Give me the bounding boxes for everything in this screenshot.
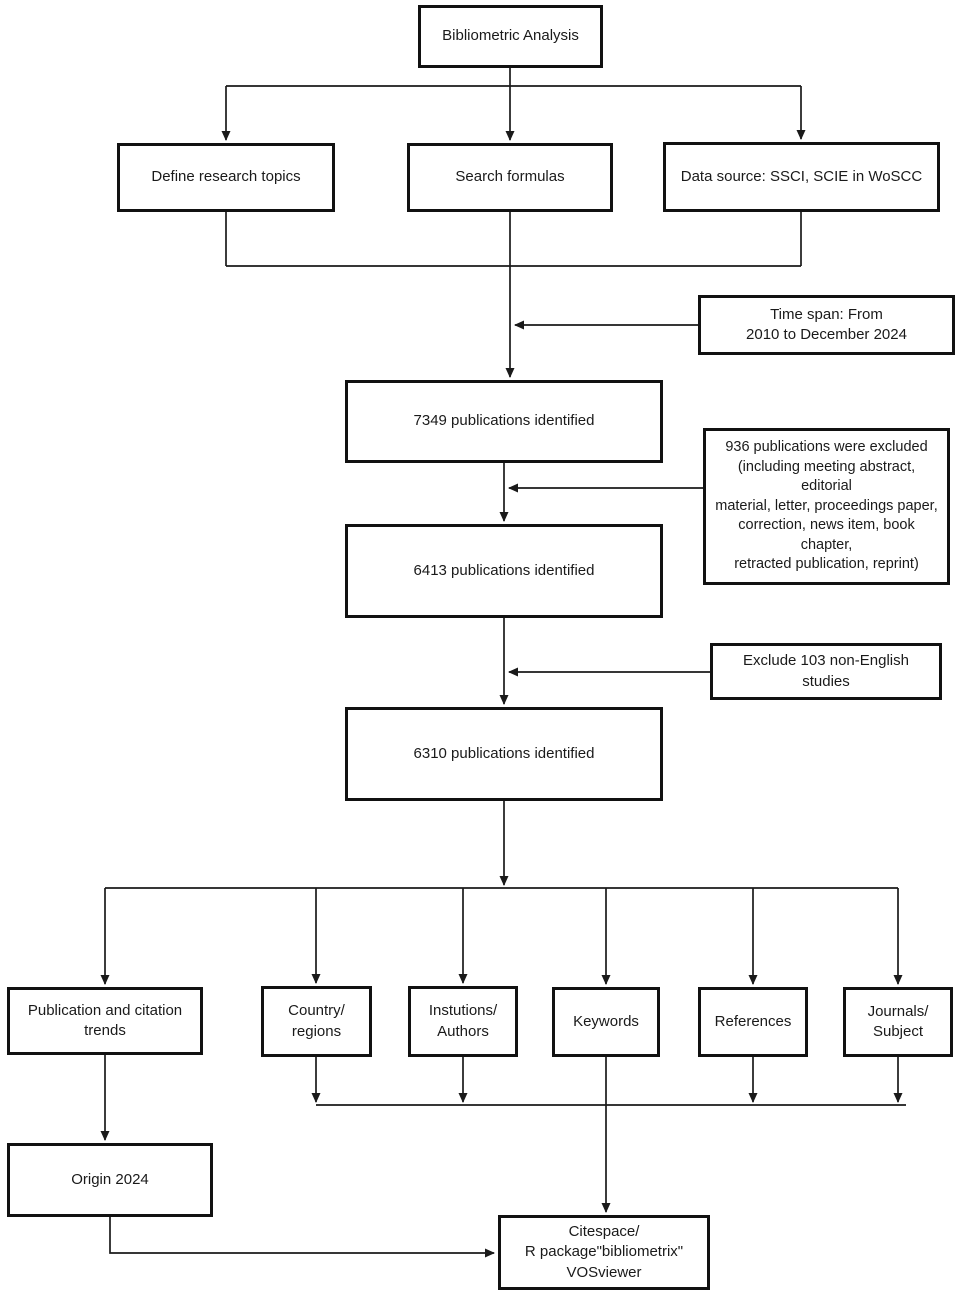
node-keywords-label: Keywords xyxy=(573,1012,639,1030)
node-data-source-label: Data source: SSCI, SCIE in WoSCC xyxy=(680,167,923,185)
node-origin-2024: Origin 2024 xyxy=(7,1143,213,1217)
node-journals-subject: Journals/ Subject xyxy=(843,987,953,1057)
node-define-research-topics-label: Define research topics xyxy=(151,168,301,186)
edge-origin-citespace xyxy=(109,1217,495,1258)
node-journals-subject-label: Journals/ Subject xyxy=(867,1002,929,1040)
node-6310-publications-identified-label: 6310 publications identified xyxy=(413,744,595,762)
node-institutions-authors: Instutions/ Authors xyxy=(408,986,518,1057)
node-origin-2024-label: Origin 2024 xyxy=(71,1170,149,1188)
node-publication-citation-trends-label: Publication and citation trends xyxy=(27,1001,183,1039)
node-936-publications-excluded: 936 publications were excluded (includin… xyxy=(703,428,950,585)
node-936-publications-excluded-label: 936 publications were excluded (includin… xyxy=(715,439,938,573)
node-bibliometric-analysis-label: Bibliometric Analysis xyxy=(442,27,579,45)
node-7349-publications-identified: 7349 publications identified xyxy=(345,380,663,463)
node-keywords: Keywords xyxy=(552,987,660,1057)
node-7349-publications-identified-label: 7349 publications identified xyxy=(413,412,595,430)
node-country-regions-label: Country/ regions xyxy=(288,1002,345,1040)
node-references-label: References xyxy=(714,1012,792,1030)
node-define-research-topics: Define research topics xyxy=(117,143,335,212)
node-citespace-tools: Citespace/ R package"bibliometrix" VOSvi… xyxy=(498,1215,710,1290)
node-citespace-tools-label: Citespace/ R package"bibliometrix" VOSvi… xyxy=(524,1223,684,1281)
node-exclude-103-non-english-label: Exclude 103 non-English studies xyxy=(743,652,909,690)
node-institutions-authors-label: Instutions/ Authors xyxy=(428,1002,498,1040)
node-search-formulas: Search formulas xyxy=(407,143,613,212)
node-data-source: Data source: SSCI, SCIE in WoSCC xyxy=(663,142,940,212)
node-search-formulas-label: Search formulas xyxy=(455,168,565,186)
node-time-span: Time span: From 2010 to December 2024 xyxy=(698,295,955,355)
node-exclude-103-non-english: Exclude 103 non-English studies xyxy=(710,643,942,700)
node-6310-publications-identified: 6310 publications identified xyxy=(345,707,663,801)
node-6413-publications-identified-label: 6413 publications identified xyxy=(413,561,595,579)
node-references: References xyxy=(698,987,808,1057)
node-bibliometric-analysis: Bibliometric Analysis xyxy=(418,5,603,68)
node-country-regions: Country/ regions xyxy=(261,986,372,1057)
node-6413-publications-identified: 6413 publications identified xyxy=(345,524,663,618)
node-time-span-label: Time span: From 2010 to December 2024 xyxy=(746,305,907,343)
node-publication-citation-trends: Publication and citation trends xyxy=(7,987,203,1055)
